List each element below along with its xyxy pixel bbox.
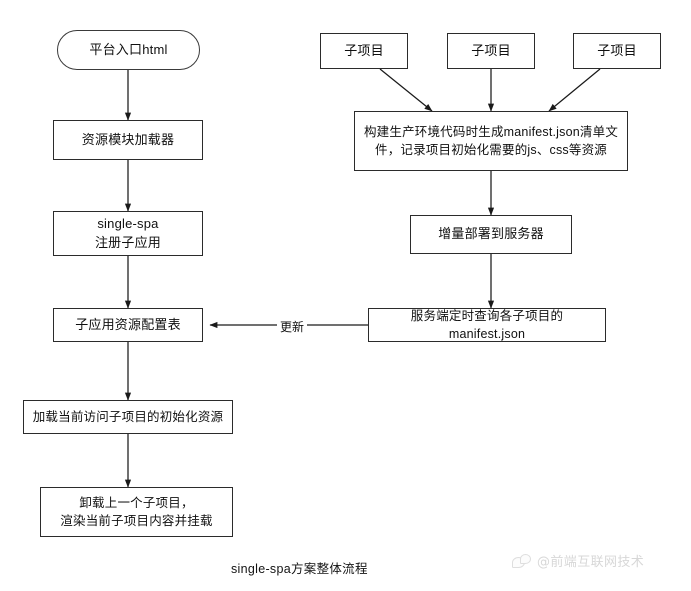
node-subproject-2[interactable]: 子项目 (447, 33, 535, 69)
bird-logo-icon (512, 553, 532, 569)
node-resource-module-loader[interactable]: 资源模块加载器 (53, 120, 203, 160)
node-entry-html[interactable]: 平台入口html (57, 30, 200, 70)
node-incremental-deploy[interactable]: 增量部署到服务器 (410, 215, 572, 254)
node-load-current-subproject-resources-label: 加载当前访问子项目的初始化资源 (32, 409, 224, 424)
node-single-spa-register[interactable]: single-spa 注册子应用 (53, 211, 203, 256)
edge-label-update: 更新 (277, 318, 308, 335)
node-build-manifest[interactable]: 构建生产环境代码时生成manifest.json清单文 件，记录项目初始化需要的… (354, 111, 628, 171)
watermark: @前端互联网技术 (512, 551, 644, 570)
node-entry-html-label: 平台入口html (89, 41, 168, 57)
node-subproject-3-label: 子项目 (597, 42, 637, 58)
node-incremental-deploy-label: 增量部署到服务器 (438, 226, 544, 242)
node-subapp-config-table-label: 子应用资源配置表 (75, 316, 181, 332)
node-subproject-2-label: 子项目 (471, 42, 511, 58)
node-build-manifest-label: 构建生产环境代码时生成manifest.json清单文 件，记录项目初始化需要的… (363, 124, 619, 157)
node-subproject-1[interactable]: 子项目 (320, 33, 408, 69)
node-load-current-subproject-resources[interactable]: 加载当前访问子项目的初始化资源 (23, 400, 233, 434)
node-subproject-3[interactable]: 子项目 (573, 33, 661, 69)
watermark-handle: @前端互联网技术 (537, 555, 645, 570)
node-server-query-manifest-label: 服务端定时查询各子项目的manifest.json (410, 308, 564, 341)
node-single-spa-register-label: single-spa 注册子应用 (94, 215, 161, 250)
edge-subproject1-to-manifest (379, 68, 433, 112)
node-server-query-manifest[interactable]: 服务端定时查询各子项目的manifest.json (368, 308, 606, 342)
node-unmount-and-render[interactable]: 卸载上一个子项目， 渲染当前子项目内容并挂载 (40, 487, 233, 537)
node-subapp-config-table[interactable]: 子应用资源配置表 (53, 308, 203, 342)
edge-subproject3-to-manifest (548, 68, 601, 112)
node-resource-module-loader-label: 资源模块加载器 (81, 131, 175, 147)
diagram-caption: single-spa方案整体流程 (231, 562, 368, 576)
node-subproject-1-label: 子项目 (344, 42, 384, 58)
node-unmount-and-render-label: 卸载上一个子项目， 渲染当前子项目内容并挂载 (60, 495, 213, 528)
